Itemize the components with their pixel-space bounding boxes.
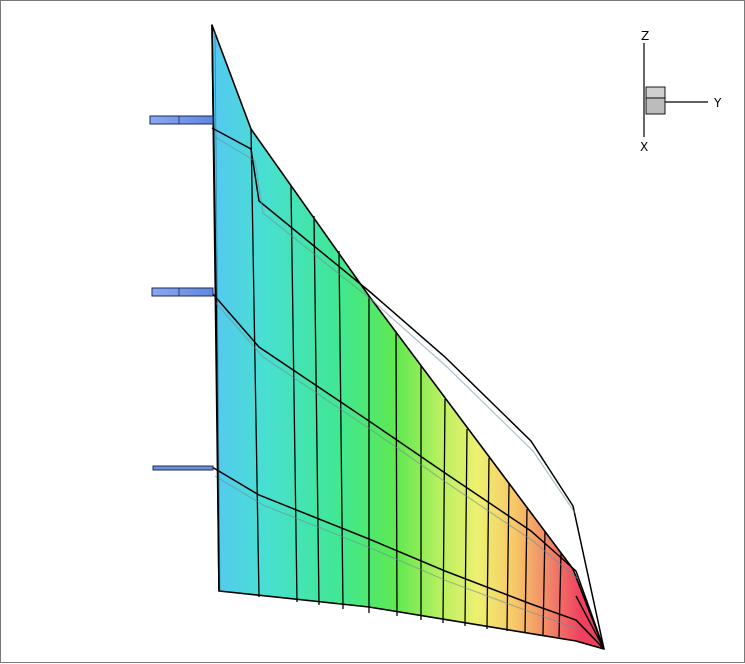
wing-root-edge-inner — [214, 30, 221, 592]
wing-chordwise-lines — [211, 127, 605, 650]
wing-spanwise-lines — [250, 128, 562, 638]
y-axis-label: Y — [713, 96, 722, 110]
z-axis-label: Z — [641, 29, 649, 43]
axes-triad: Z Y X — [640, 29, 722, 154]
wing-chordwise-shadow — [214, 136, 579, 630]
x-axis-label: X — [640, 140, 648, 154]
middle-pylon — [151, 287, 214, 297]
lower-pylon — [152, 465, 214, 471]
upper-pylon — [149, 115, 214, 125]
